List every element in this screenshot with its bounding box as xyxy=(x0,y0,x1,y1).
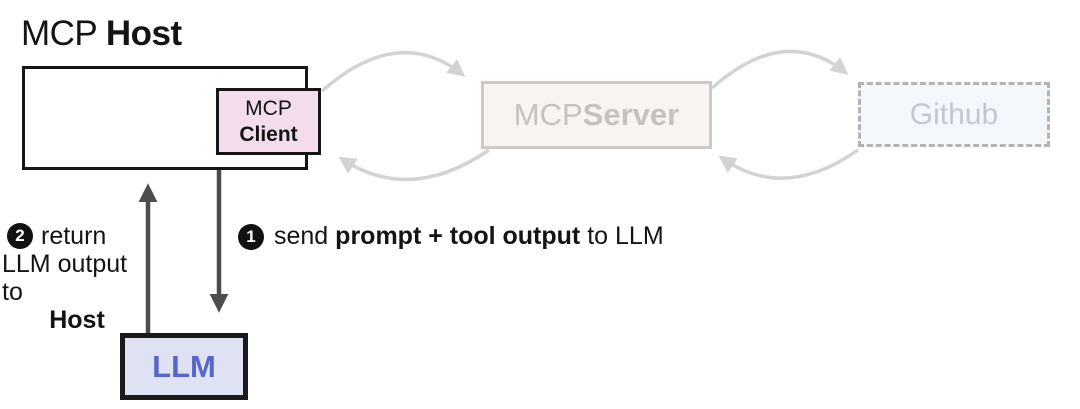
mcp-server-label-normal: MCP xyxy=(513,97,583,132)
step2-line1: 2 return xyxy=(2,222,152,250)
title-normal: MCP xyxy=(21,14,106,53)
step1-text: send prompt + tool output to LLM xyxy=(274,222,664,251)
mcp-server-box: MCP Server xyxy=(481,81,712,149)
step2-line1-text: return xyxy=(41,222,107,250)
step2-annotation: 2 return LLM output to Host xyxy=(2,222,152,334)
mcp-client-box: MCP Client xyxy=(216,88,321,155)
step1-text-suffix: to LLM xyxy=(580,222,664,250)
server-to-client-arc xyxy=(338,148,490,182)
step1-annotation: 1 send prompt + tool output to LLM xyxy=(238,222,664,251)
step1-number-badge: 1 xyxy=(238,223,264,250)
github-label: Github xyxy=(909,97,999,131)
step2-line2: LLM output to xyxy=(2,250,128,306)
step2-number-badge: 2 xyxy=(7,223,33,249)
github-box: Github xyxy=(858,82,1050,147)
step1-text-prefix: send xyxy=(274,222,336,250)
mcp-client-label-line1: MCP xyxy=(245,96,292,120)
llm-label: LLM xyxy=(152,348,216,384)
client-to-server-arc xyxy=(320,51,466,93)
github-to-server-arc xyxy=(718,148,860,180)
llm-box: LLM xyxy=(120,333,248,400)
server-to-github-arc xyxy=(710,49,849,90)
step1-text-bold: prompt + tool output xyxy=(335,222,581,250)
mcp-client-label-line2: Client xyxy=(239,122,298,146)
diagram-title: MCP Host xyxy=(21,14,182,54)
step2-line3: Host xyxy=(49,306,105,334)
title-bold: Host xyxy=(105,14,182,53)
mcp-server-label-bold: Server xyxy=(582,97,680,132)
